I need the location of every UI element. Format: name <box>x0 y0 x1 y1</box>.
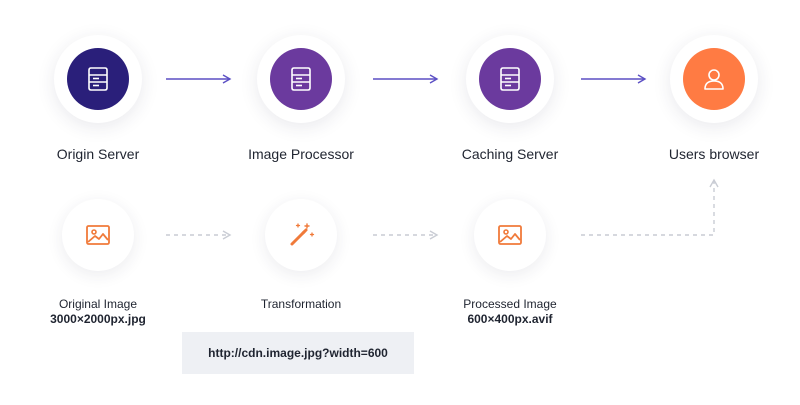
processed-image-detail: 600×400px.avif <box>467 312 553 326</box>
origin-server-disc <box>67 48 129 110</box>
dashed-arrow-processed-to-browser <box>581 178 719 236</box>
image-icon <box>498 225 522 245</box>
image-processor-disc <box>270 48 332 110</box>
users-browser-node <box>670 35 758 123</box>
processed-image-node <box>474 199 546 271</box>
users-browser-label: Users browser <box>668 146 760 162</box>
users-browser-disc <box>683 48 745 110</box>
magic-wand-icon <box>290 223 315 246</box>
origin-server-node <box>54 35 142 123</box>
user-icon <box>704 69 724 90</box>
original-image-caption: Original Image 3000×2000px.jpg <box>0 297 198 327</box>
original-image-title: Original Image <box>58 297 138 311</box>
image-icon <box>86 225 110 245</box>
image-processor-label: Image Processor <box>248 146 354 162</box>
transformation-node <box>265 199 337 271</box>
original-image-node <box>62 199 134 271</box>
server-icon <box>500 67 520 91</box>
server-icon <box>88 67 108 91</box>
server-icon <box>291 67 311 91</box>
transformation-title: Transformation <box>260 297 342 311</box>
transformation-caption: Transformation <box>201 297 401 312</box>
caching-server-label: Caching Server <box>461 146 559 162</box>
processed-image-caption: Processed Image 600×400px.avif <box>410 297 610 327</box>
original-image-detail: 3000×2000px.jpg <box>50 312 146 326</box>
request-url: http://cdn.image.jpg?width=600 <box>208 346 388 360</box>
origin-server-label: Origin Server <box>56 146 140 162</box>
caching-server-disc <box>479 48 541 110</box>
processed-image-title: Processed Image <box>463 297 557 311</box>
request-url-box: http://cdn.image.jpg?width=600 <box>182 332 414 374</box>
caching-server-node <box>466 35 554 123</box>
image-processor-node <box>257 35 345 123</box>
